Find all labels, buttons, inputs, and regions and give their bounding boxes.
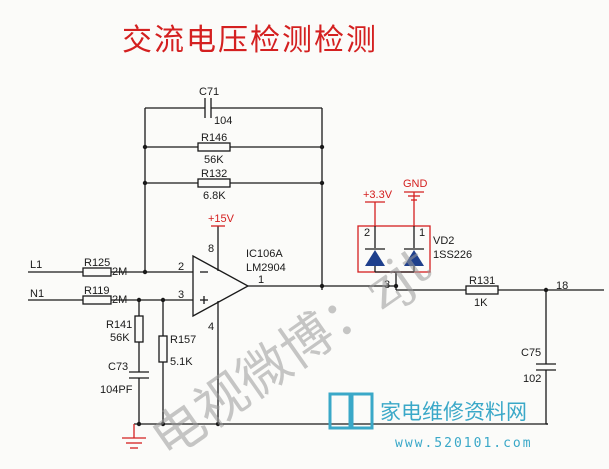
opamp-pin-gnd: 4 xyxy=(208,321,214,333)
r141-ref: R141 xyxy=(106,319,132,331)
logo-site-text: 家电维修资料网 xyxy=(380,400,527,424)
c73-ref: C73 xyxy=(108,361,128,373)
c71-ref: C71 xyxy=(199,86,219,98)
opamp-part: LM2904 xyxy=(246,262,286,274)
r131-ref: R131 xyxy=(469,275,495,287)
vd2-pin-common: 3 xyxy=(384,279,390,291)
input-n1-path xyxy=(28,295,193,305)
r146-body xyxy=(197,142,231,152)
schematic-title: 交流电压检测检测 xyxy=(122,23,378,58)
vd2-diode-left xyxy=(365,250,385,266)
vd2-part: 1SS226 xyxy=(433,249,472,261)
feedback-network xyxy=(142,98,325,290)
opamp-pin-vcc: 8 xyxy=(208,243,214,255)
opamp-supply-label: +15V xyxy=(208,213,235,225)
opamp-pin-neg: 2 xyxy=(178,261,184,273)
c71-value: 104 xyxy=(214,115,232,127)
r157-value: 5.1K xyxy=(170,356,193,368)
r125-body xyxy=(82,267,112,277)
logo-site-url: www.520101.com xyxy=(395,436,533,451)
r146-value: 56K xyxy=(204,154,224,166)
vd2-diode-right xyxy=(404,250,424,266)
input-n1-label: N1 xyxy=(30,288,44,300)
r132-body xyxy=(197,178,231,188)
r141-value: 56K xyxy=(110,332,130,344)
c75-value: 102 xyxy=(523,373,541,385)
r119-body xyxy=(82,295,112,305)
r157-branch xyxy=(158,300,168,424)
r125-value: 2M xyxy=(112,266,127,278)
vd2-rail-gnd: GND xyxy=(403,178,428,190)
vd2-pin-a: 2 xyxy=(364,227,370,239)
watermark-diag-text: 电视微博：zjt xyxy=(141,235,441,469)
clamp-diode-vd2 xyxy=(357,191,431,290)
r157-ref: R157 xyxy=(170,334,196,346)
r131-value: 1K xyxy=(474,297,488,309)
r119-value: 2M xyxy=(112,294,127,306)
opamp-pin-pos: 3 xyxy=(178,289,184,301)
opamp-pin-out: 1 xyxy=(258,274,264,286)
r141-body xyxy=(134,315,144,343)
logo-book-icon xyxy=(328,392,352,430)
input-l1-path xyxy=(28,267,193,277)
site-logo: 家电维修资料网 www.520101.com xyxy=(328,392,533,451)
r157-body xyxy=(158,335,168,363)
ground-bus xyxy=(122,421,548,449)
vd2-ref: VD2 xyxy=(433,235,454,247)
r131-body xyxy=(465,285,499,295)
r146-ref: R146 xyxy=(201,132,227,144)
input-l1-label: L1 xyxy=(30,259,42,271)
c75-ref: C75 xyxy=(521,347,541,359)
output-stage xyxy=(396,285,604,425)
output-node-label: 18 xyxy=(556,280,568,292)
r141-c73-branch xyxy=(129,300,149,424)
vd2-rail-pos: +3.3V xyxy=(363,189,393,201)
r119-ref: R119 xyxy=(84,285,109,297)
vd2-pin-b: 1 xyxy=(419,227,425,239)
r132-ref: R132 xyxy=(201,168,227,180)
opamp-ic106a xyxy=(192,225,396,424)
opamp-ref: IC106A xyxy=(246,248,283,260)
r125-ref: R125 xyxy=(84,257,110,269)
c73-value: 104PF xyxy=(100,384,133,396)
r132-value: 6.8K xyxy=(203,190,226,202)
